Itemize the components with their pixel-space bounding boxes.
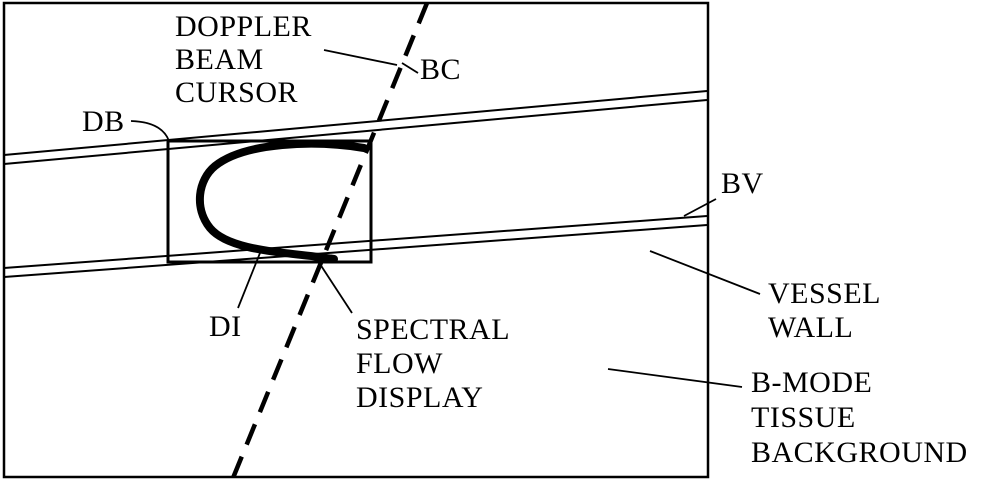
spectral-flow-pointer-line	[317, 260, 353, 314]
b-mode-image-frame	[2, 1, 710, 479]
bv-pointer-line	[683, 198, 717, 217]
doppler-box	[166, 139, 373, 264]
label-doppler-beam-cursor-line-2: BEAM	[175, 43, 264, 76]
db-pointer-hook	[130, 120, 170, 142]
doppler-beam-cursor-line	[230, 2, 430, 479]
upper-vessel-wall-line-inner	[3, 99, 708, 165]
label-b-mode-line-2: TISSUE	[751, 401, 856, 434]
label-db: DB	[82, 105, 125, 138]
lower-vessel-wall-line-inner	[3, 215, 708, 269]
bc-pointer-line	[401, 62, 419, 74]
label-vessel-wall-line-2: WALL	[768, 311, 853, 344]
b-mode-pointer-line	[607, 368, 743, 388]
label-bv: BV	[721, 167, 764, 200]
label-vessel-wall-line-1: VESSEL	[768, 277, 881, 310]
doppler-beam-cursor-pointer-line	[323, 49, 398, 66]
upper-vessel-wall-line-outer	[3, 90, 708, 156]
lower-vessel-wall-line-outer	[3, 224, 708, 278]
spectral-flow-trace	[195, 139, 368, 263]
label-di: DI	[209, 310, 242, 343]
label-doppler-beam-cursor-line-1: DOPPLER	[175, 10, 312, 43]
label-bc: BC	[420, 53, 461, 86]
vessel-wall-pointer-line	[649, 250, 761, 295]
label-spectral-flow-line-3: DISPLAY	[356, 381, 483, 414]
label-spectral-flow-line-2: FLOW	[356, 347, 443, 380]
label-spectral-flow-line-1: SPECTRAL	[356, 313, 510, 346]
label-doppler-beam-cursor-line-3: CURSOR	[175, 76, 298, 109]
label-b-mode-line-1: B-MODE	[751, 366, 872, 399]
label-b-mode-line-3: BACKGROUND	[751, 436, 968, 469]
di-pointer-line	[237, 247, 263, 309]
